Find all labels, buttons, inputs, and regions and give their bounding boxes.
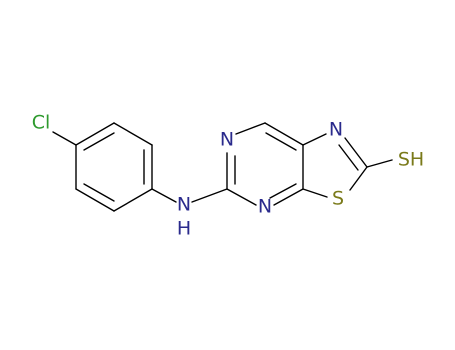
atom-label-pyrimidine-n3: N <box>258 196 272 218</box>
atom-label-pyrimidine-n1: N <box>220 129 234 151</box>
bond-c2t-s <box>349 166 368 191</box>
bond-c6-c5-inner <box>265 132 297 151</box>
bond-c5-n <box>302 133 327 146</box>
atom-label-thiazole-n: N <box>329 119 343 141</box>
bond-n-c2t <box>344 137 368 168</box>
bond-ring-e <box>75 188 115 212</box>
atom-label-thiol: SH <box>398 149 424 171</box>
bond-n-c2t-inner <box>338 144 359 171</box>
bond-c4-n3-inner <box>269 183 297 199</box>
bond-n3-c2 <box>226 188 257 206</box>
atom-label-layer: Cl N H N N N S SH <box>32 112 424 240</box>
bond-ring-b <box>113 122 153 146</box>
bond-cl-c <box>52 131 77 146</box>
bond-layer <box>52 122 393 212</box>
bond-nh-c2 <box>191 188 228 203</box>
bond-ring-d <box>113 188 153 212</box>
bond-c6-c5 <box>264 122 304 146</box>
atom-label-amine-n: N <box>177 194 191 216</box>
bond-aryl-nh <box>151 188 177 203</box>
bond-s-c4 <box>302 188 328 198</box>
atom-label-amine-h: H <box>177 218 191 240</box>
bond-ring-a-inner <box>83 132 115 151</box>
bond-c-sh <box>366 159 393 168</box>
atom-label-chlorine: Cl <box>32 112 51 134</box>
bond-n1-c6 <box>235 122 266 135</box>
bond-ring-a <box>75 122 115 146</box>
atom-label-thiazole-s: S <box>332 188 344 210</box>
bond-ring-e-inner <box>83 183 115 202</box>
bond-c4-n3 <box>273 188 304 206</box>
